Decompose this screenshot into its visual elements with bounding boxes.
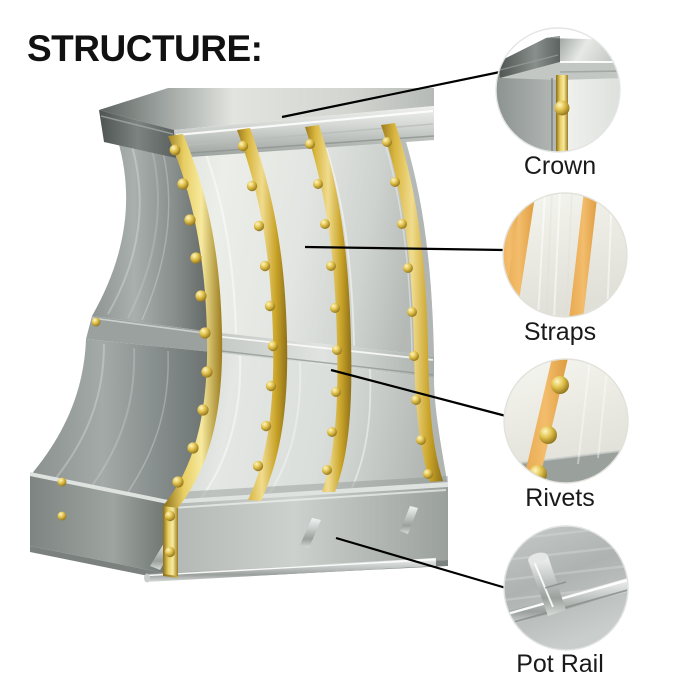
brass-strap-2: [237, 128, 288, 501]
brass-rivets: [57, 137, 433, 558]
detail-circle-crown: [495, 27, 621, 153]
rivet: [169, 144, 181, 156]
brass-straps: [163, 123, 443, 578]
mid-band-front-shadow: [212, 349, 434, 376]
rivet: [539, 426, 557, 444]
leader-lines: [281, 70, 507, 590]
crown-highlight-upper: [175, 109, 434, 137]
rivet: [199, 327, 211, 339]
detail-circle-rivets: [503, 358, 629, 484]
rivet: [164, 510, 176, 522]
rivet: [382, 137, 392, 147]
rivet: [265, 380, 277, 392]
page-title: STRUCTURE:: [27, 28, 263, 69]
brass-strap-4: [381, 123, 443, 482]
brass-strap-3: [305, 125, 352, 492]
rivet: [407, 307, 417, 317]
crown-left-side: [99, 110, 176, 158]
rivet: [331, 387, 341, 397]
rivet: [403, 263, 413, 273]
callout-label-crown: Crown: [523, 152, 597, 180]
rivet: [252, 460, 264, 472]
rivet: [237, 140, 249, 152]
pot-rail-tube-detail: [506, 578, 628, 626]
crown-top: [99, 88, 434, 130]
leader-line-straps: [304, 245, 505, 252]
rivet: [195, 290, 207, 302]
callout-label-rivets: Rivets: [525, 484, 595, 512]
rivet: [423, 469, 433, 479]
detail-circle-rivets-ring: [503, 358, 629, 484]
rivet: [332, 345, 342, 355]
rivet: [411, 395, 421, 405]
lower-curved-panel-side: [30, 339, 213, 504]
mid-band-side-highlight: [91, 317, 212, 335]
rivet: [201, 366, 213, 378]
rivet: [184, 214, 196, 226]
lower-curved-panel-front: [168, 352, 448, 504]
apron-side: [30, 476, 168, 574]
apron-top-lip: [30, 472, 448, 504]
detail-circle-pot-rail-ring: [503, 525, 629, 651]
rivet: [409, 351, 419, 361]
rivet: [390, 177, 400, 187]
brush-texture-side-lower: [55, 343, 169, 493]
rivet: [164, 546, 176, 558]
rivet: [313, 179, 323, 189]
rivet: [197, 404, 209, 416]
callout-label-straps: Straps: [523, 318, 597, 346]
upper-curved-panel-front: [172, 126, 434, 356]
brush-texture-side-upper: [107, 139, 170, 321]
rivet: [416, 435, 426, 445]
rivet: [172, 476, 184, 488]
rivet: [190, 252, 202, 264]
rivet: [551, 376, 569, 394]
brass-strap-corner: [163, 134, 223, 578]
rivet: [259, 260, 271, 272]
leader-line-crown: [281, 70, 501, 119]
rivet: [327, 427, 337, 437]
rivet: [246, 180, 258, 192]
rivet: [187, 442, 199, 454]
brush-texture-front-lower: [199, 355, 372, 501]
rivet: [260, 420, 272, 432]
rivet: [397, 219, 407, 229]
apron-front-highlight: [171, 489, 447, 509]
rivet: [529, 465, 547, 483]
rivet: [253, 220, 265, 232]
rivet: [264, 300, 276, 312]
rivet: [322, 465, 332, 475]
pot-rail-bracket-mid: [300, 518, 321, 548]
leader-line-pot-rail: [335, 536, 507, 590]
rivet: [267, 340, 279, 352]
rivet: [330, 303, 340, 313]
detail-circle-crown-ring: [495, 27, 621, 153]
detail-circle-straps-ring: [502, 192, 628, 318]
brass-strap-corner-apron: [163, 506, 178, 576]
mid-band-front: [212, 332, 434, 378]
rivet: [320, 219, 330, 229]
detail-circle-pot-rail: [503, 525, 629, 651]
rivet: [177, 178, 189, 190]
mid-band-side: [86, 316, 212, 352]
crown-side-highlight: [100, 115, 174, 135]
pot-rail-bracket-right: [400, 506, 418, 534]
rivet: [91, 317, 101, 327]
rivet: [57, 477, 67, 487]
rivet: [305, 139, 315, 149]
mid-band-front-highlight: [213, 335, 434, 361]
rivet: [57, 511, 67, 521]
rivet: [326, 261, 336, 271]
callout-label-pot-rail: Pot Rail: [516, 650, 604, 678]
leader-line-rivets: [330, 368, 507, 418]
detail-circle-straps: [502, 192, 628, 318]
pot-rail-end-cap: [144, 573, 150, 583]
range-hood-body: [30, 88, 448, 583]
pot-rail-tube-highlight: [146, 558, 436, 577]
apron-bottom-edge: [30, 546, 448, 580]
